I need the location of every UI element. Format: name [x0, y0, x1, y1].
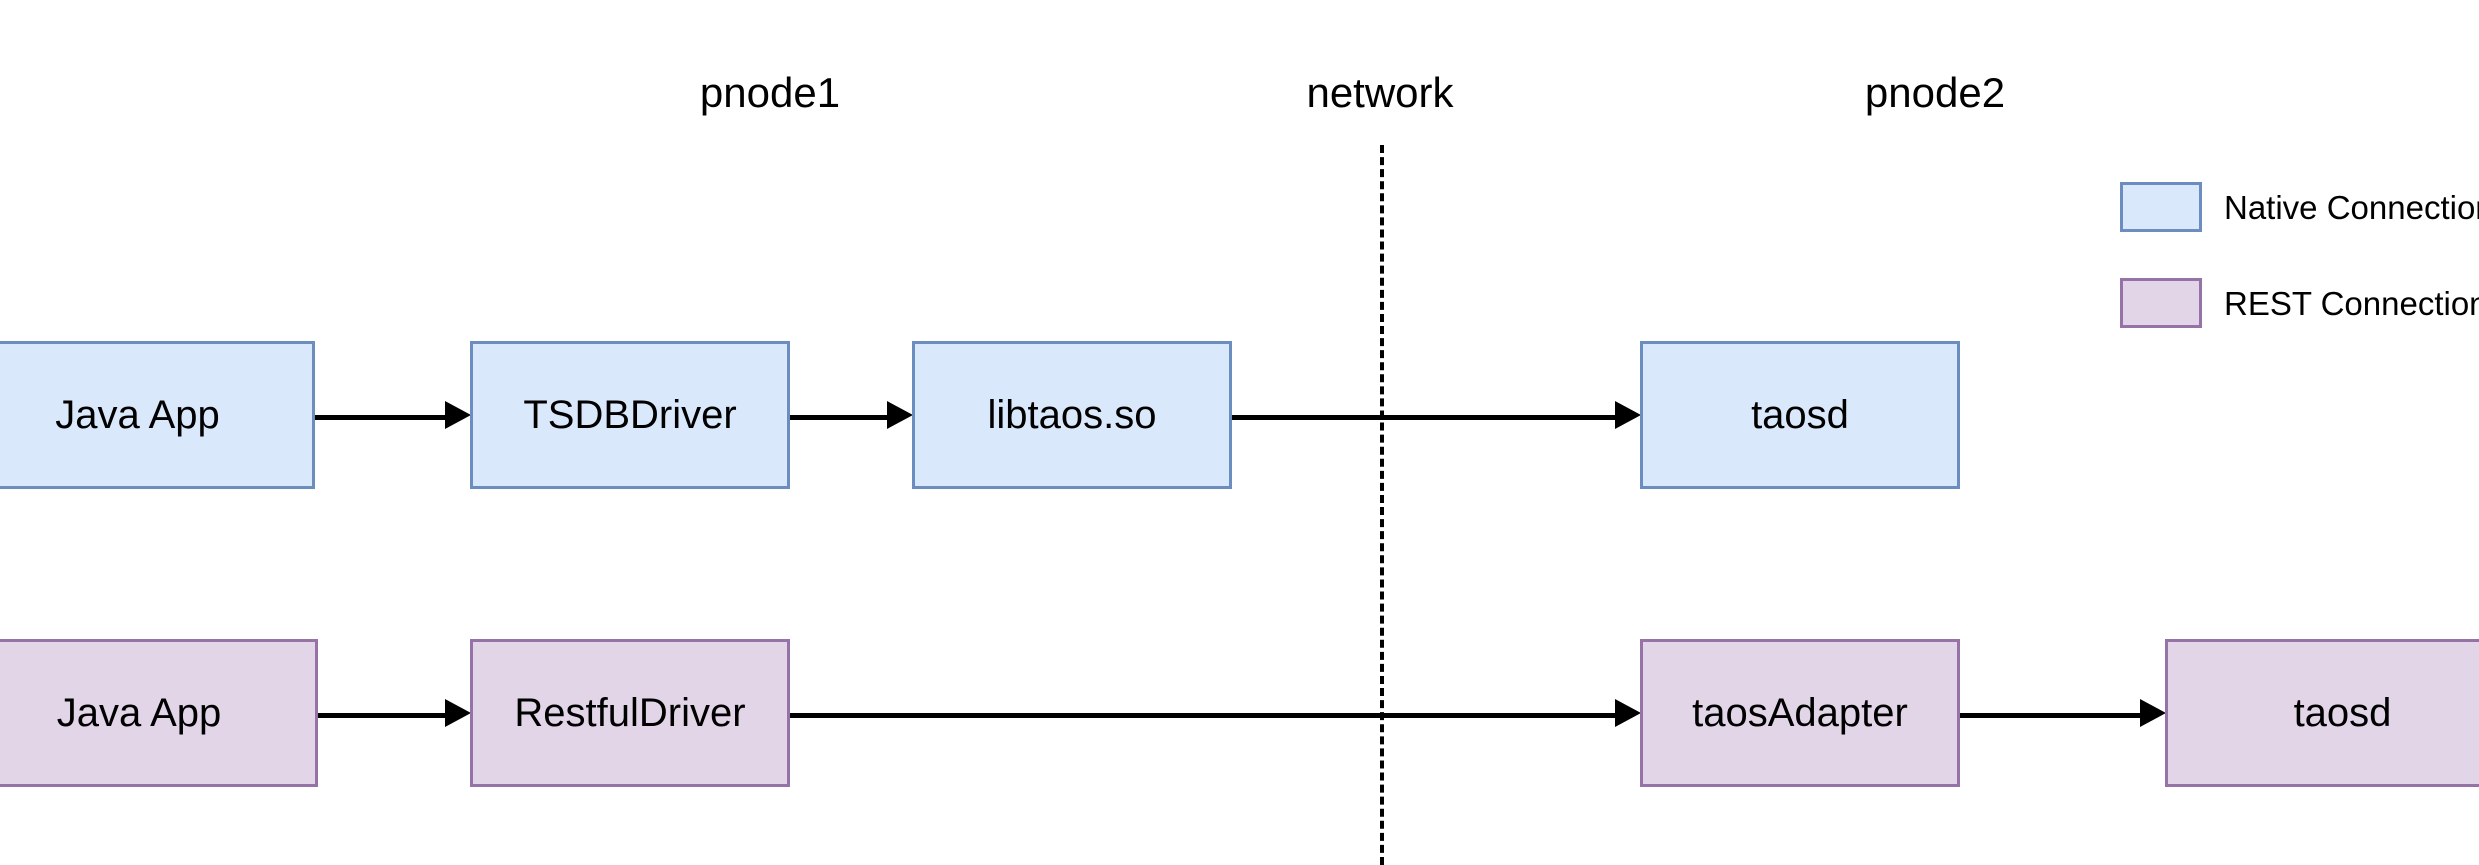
legend-label-native-connection: Native Connection	[2224, 188, 2479, 226]
connector-restfuldriver-to-taosadapter	[790, 713, 1615, 718]
network-divider-line	[1380, 145, 1384, 865]
arrowhead-taosadapter	[1615, 699, 1641, 727]
connector-taosadapter-to-taosd	[1960, 713, 2140, 718]
column-header-network: network	[1306, 69, 1454, 116]
node-taosd-rest[interactable]: taosd	[2165, 639, 2479, 787]
node-tsdb-driver[interactable]: TSDBDriver	[470, 341, 790, 489]
legend-swatch-native-icon	[2120, 182, 2202, 232]
legend-swatch-rest-icon	[2120, 278, 2202, 328]
connector-java-app-to-restfuldriver	[318, 713, 445, 718]
connector-tsdbdriver-to-libtaos	[790, 415, 887, 420]
legend-label-rest-connection: REST Connection	[2224, 284, 2479, 322]
node-taosd-native[interactable]: taosd	[1640, 341, 1960, 489]
legend-item-native-connection: Native Connection	[2120, 182, 2479, 232]
arrowhead-tsdbdriver	[445, 401, 471, 429]
connector-libtaos-to-taosd	[1232, 415, 1615, 420]
node-java-app-rest[interactable]: Java App	[0, 639, 318, 787]
column-header-pnode1: pnode1	[699, 69, 841, 116]
arrowhead-restfuldriver	[445, 699, 471, 727]
arrowhead-libtaos	[887, 401, 913, 429]
node-java-app-native[interactable]: Java App	[0, 341, 315, 489]
arrowhead-taosd-native	[1615, 401, 1641, 429]
node-taos-adapter[interactable]: taosAdapter	[1640, 639, 1960, 787]
legend-item-rest-connection: REST Connection	[2120, 278, 2479, 328]
column-header-pnode2: pnode2	[1864, 69, 2006, 116]
arrowhead-taosd-rest	[2140, 699, 2166, 727]
node-restful-driver[interactable]: RestfulDriver	[470, 639, 790, 787]
connector-java-app-to-tsdbdriver	[315, 415, 445, 420]
node-libtaos-so[interactable]: libtaos.so	[912, 341, 1232, 489]
